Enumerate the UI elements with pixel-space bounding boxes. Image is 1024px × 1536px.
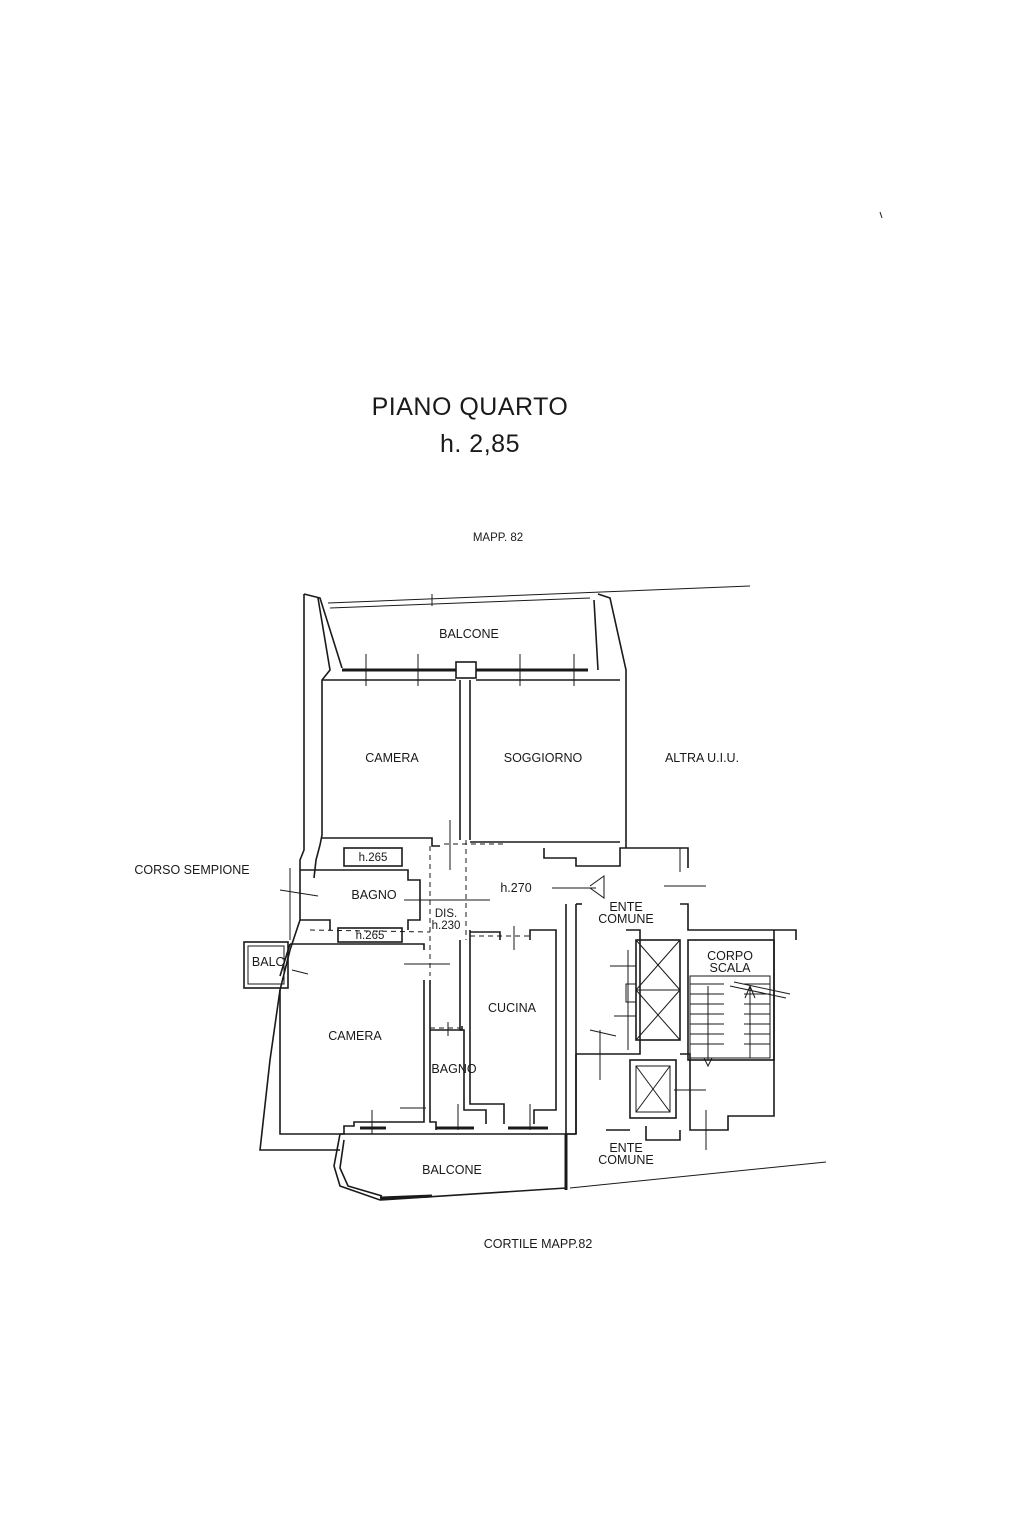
common-area-walls: [552, 875, 797, 1150]
ente-comune-2-line2: COMUNE: [598, 1153, 654, 1167]
balcone-bottom-walls: [333, 1126, 576, 1201]
corridor-height-label: h.270: [500, 881, 531, 895]
corpo-scala-line1: CORPO: [707, 949, 753, 963]
ente-comune-1-line1: ENTE: [609, 900, 642, 914]
dis-height-label: h.230: [432, 920, 461, 932]
staircase: [687, 939, 791, 1068]
bagno-bottom-label: BAGNO: [431, 1062, 476, 1076]
bagno-top-label: BAGNO: [351, 888, 396, 902]
boundary-lines: [327, 211, 883, 1189]
balcone-top-label: BALCONE: [439, 627, 499, 641]
bagno-top-walls: [279, 820, 504, 976]
cucina-label: CUCINA: [488, 1001, 537, 1015]
neighbor-top-label: MAPP. 82: [473, 532, 523, 544]
balc-small-label: BALC.: [252, 955, 288, 969]
balcone-bottom-label: BALCONE: [422, 1163, 482, 1177]
bagno-lower-height-label: h.265: [356, 930, 385, 942]
courtyard-bottom-label: CORTILE MAPP.82: [484, 1237, 593, 1251]
exterior-walls: [259, 593, 689, 1151]
soggiorno-label: SOGGIORNO: [504, 751, 583, 765]
room-labels: MAPP. 82 BALCONE CAMERA SOGGIORNO ALTRA …: [134, 532, 753, 1251]
street-left-label: CORSO SEMPIONE: [134, 863, 249, 877]
plan-height: h. 2,85: [440, 430, 520, 458]
camera-top-label: CAMERA: [365, 751, 419, 765]
ente-comune-1-line2: COMUNE: [598, 912, 654, 926]
bagno-upper-height-label: h.265: [359, 852, 388, 864]
dis-label: DIS.: [435, 908, 457, 920]
corpo-scala-line2: SCALA: [710, 961, 752, 975]
other-unit-label: ALTRA U.I.U.: [665, 751, 739, 765]
camera-bottom-walls: [243, 941, 450, 1135]
camera-bottom-label: CAMERA: [328, 1029, 382, 1043]
opening-ticks: [365, 594, 681, 872]
plan-title: PIANO QUARTO: [371, 393, 569, 421]
ente-comune-2-line1: ENTE: [609, 1141, 642, 1155]
